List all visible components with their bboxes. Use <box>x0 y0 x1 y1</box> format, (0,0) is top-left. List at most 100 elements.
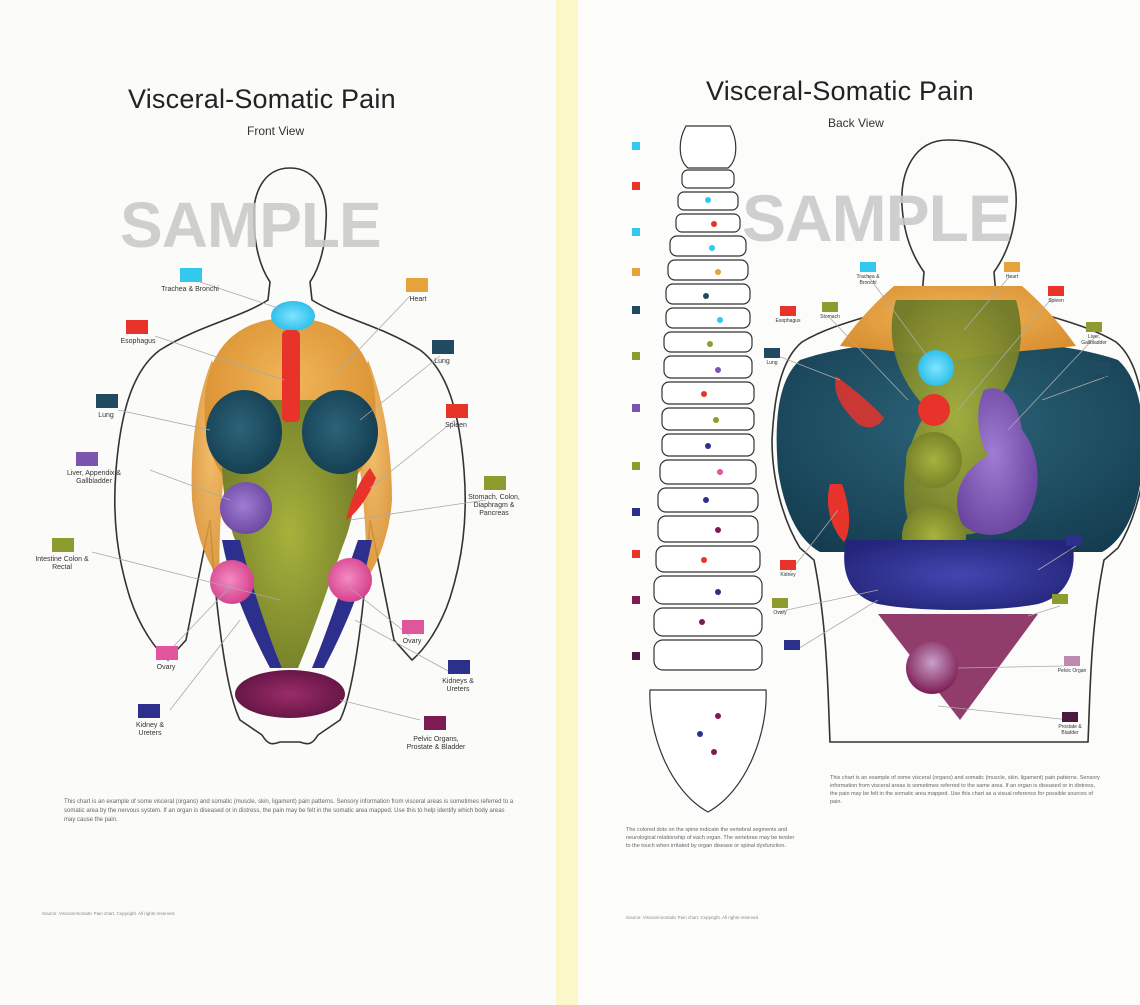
back-ovary-swatch <box>772 598 788 608</box>
front-body-diagram <box>91 167 487 745</box>
spine-legend-swatch-12 <box>632 652 640 660</box>
front-lung-left-label: Lung <box>98 412 114 419</box>
back-spleen-label: Spleen <box>1048 298 1064 304</box>
back-liver-area-lower <box>827 484 850 542</box>
back-bladder-label: Prostate & Bladder <box>1058 724 1082 736</box>
back-lung-r-swatch <box>764 348 780 358</box>
front-liver-swatch <box>76 452 98 466</box>
front-ovary-left-area <box>210 560 254 604</box>
back-kidney-swatch-2 <box>784 640 800 650</box>
back-intestine-swatch-2 <box>1052 594 1068 604</box>
spine-note: The colored dots on the spine indicate t… <box>626 827 795 849</box>
spine-legend-swatch-5 <box>632 306 640 314</box>
back-liver-label: Liver, Gallbladder <box>1081 334 1107 346</box>
front-kidney-left-swatch <box>138 704 160 718</box>
back-olive-circle-upper <box>906 432 962 488</box>
back-intestine-swatch <box>1066 536 1082 546</box>
back-kidney-r-swatch <box>780 560 796 570</box>
front-body-outline <box>114 167 466 745</box>
back-liver-swatch <box>1086 322 1102 332</box>
front-heart-label: Heart <box>409 296 427 303</box>
back-intestine-label: Intestine <box>1064 548 1084 554</box>
spine-legend-swatch-4 <box>632 268 640 276</box>
spine-legend-swatch-3 <box>632 228 640 236</box>
front-footnote: Source: Visceral-Somatic Pain chart. Cop… <box>42 911 176 916</box>
back-lung-l-label: Lung <box>1096 374 1108 380</box>
front-ovary-right-area <box>328 558 372 602</box>
front-leader-lines <box>91 281 487 721</box>
back-ovary-label: Ovary <box>773 610 787 616</box>
front-title: Visceral-Somatic Pain <box>128 84 396 114</box>
front-esophagus-area <box>282 330 300 422</box>
back-lung-l-swatch <box>1094 362 1110 372</box>
front-esophagus-label: Esophagus <box>120 338 156 345</box>
front-esophagus-swatch <box>126 320 148 334</box>
front-lung-left-swatch <box>96 394 118 408</box>
front-ovary-right-label: Ovary <box>402 638 422 645</box>
back-heart-label: Heart <box>1005 274 1019 280</box>
front-kidney-right-label: Kidneys & Ureters <box>442 678 474 693</box>
back-pelvic-area <box>878 614 1038 720</box>
back-lung-r-label: Lung <box>766 360 778 366</box>
front-view-page: Visceral-Somatic Pain Front View SAMPLE … <box>0 0 556 1005</box>
back-stomach-label: Stomach <box>820 314 840 320</box>
front-stomach-swatch <box>484 476 506 490</box>
back-subtitle: Back View <box>828 116 884 130</box>
front-intestine-label: Intestine Colon & Rectal <box>35 556 89 571</box>
back-liver-area-upper <box>835 376 884 428</box>
spine-legend-swatch-7 <box>632 404 640 412</box>
back-body-diagram <box>649 125 1140 813</box>
front-lung-right-label: Lung <box>434 358 450 365</box>
front-liver-label: Liver, Appendix & Gallbladder <box>66 470 122 485</box>
back-bladder-area <box>906 642 958 694</box>
back-trachea-swatch <box>860 262 876 272</box>
back-title: Visceral-Somatic Pain <box>706 76 974 106</box>
back-description: This chart is an example of some viscera… <box>830 775 1100 805</box>
page-divider <box>556 0 578 1005</box>
front-trachea-swatch <box>180 268 202 282</box>
spine-legend-swatch-2 <box>632 182 640 190</box>
spine-legend-swatch-10 <box>632 550 640 558</box>
back-leader-lines <box>777 275 1109 721</box>
back-esophagus-area <box>918 394 950 426</box>
front-pelvic-label: Pelvic Organs, Prostate & Bladder <box>406 736 466 751</box>
back-stomach-swatch <box>822 302 838 312</box>
back-esophagus-label: Esophagus <box>775 318 801 324</box>
spine-illustration <box>649 125 767 813</box>
back-view-page: Visceral-Somatic Pain Back View SAMPLE T… <box>578 0 1140 1005</box>
front-trachea-label: Trachea & Bronchi <box>161 286 219 293</box>
back-footnote: Source: Visceral-Somatic Pain chart. Cop… <box>626 915 760 920</box>
spine-legend-swatch-1 <box>632 142 640 150</box>
front-lung-right-area <box>302 390 378 474</box>
front-liver-area <box>220 482 272 534</box>
back-spleen-swatch <box>1048 286 1064 296</box>
front-kidney-right-swatch <box>448 660 470 674</box>
back-kidney-area <box>844 540 1074 610</box>
back-kidney-r-label: Kidney <box>780 572 796 578</box>
spine-dots <box>697 197 723 755</box>
front-description: This chart is an example of some viscera… <box>64 799 514 823</box>
front-heart-swatch <box>406 278 428 292</box>
back-watermark: SAMPLE <box>742 181 1012 255</box>
back-spleen-area <box>957 388 1038 535</box>
front-ovary-left-label: Ovary <box>156 664 176 671</box>
front-watermark: SAMPLE <box>120 189 382 261</box>
spine-legend-swatch-8 <box>632 462 640 470</box>
front-stomach-label: Stomach, Colon, Diaphragm & Pancreas <box>468 494 520 517</box>
front-ovary-right-swatch <box>402 620 424 634</box>
front-spleen-area <box>346 468 376 520</box>
spine-legend-swatch-11 <box>632 596 640 604</box>
front-lung-left-area <box>206 390 282 474</box>
front-lung-right-swatch <box>432 340 454 354</box>
front-pelvic-swatch <box>424 716 446 730</box>
back-trachea-area <box>918 350 954 386</box>
back-bladder-swatch <box>1062 712 1078 722</box>
front-spleen-label: Spleen <box>445 422 467 429</box>
back-heart-swatch <box>1004 262 1020 272</box>
back-pelvic-swatch <box>1064 656 1080 666</box>
front-kidney-left-label: Kidney & Ureters <box>135 722 165 737</box>
front-pelvic-area <box>235 670 345 718</box>
front-ovary-left-swatch <box>156 646 178 660</box>
front-subtitle: Front View <box>247 124 305 138</box>
back-esophagus-swatch <box>780 306 796 316</box>
